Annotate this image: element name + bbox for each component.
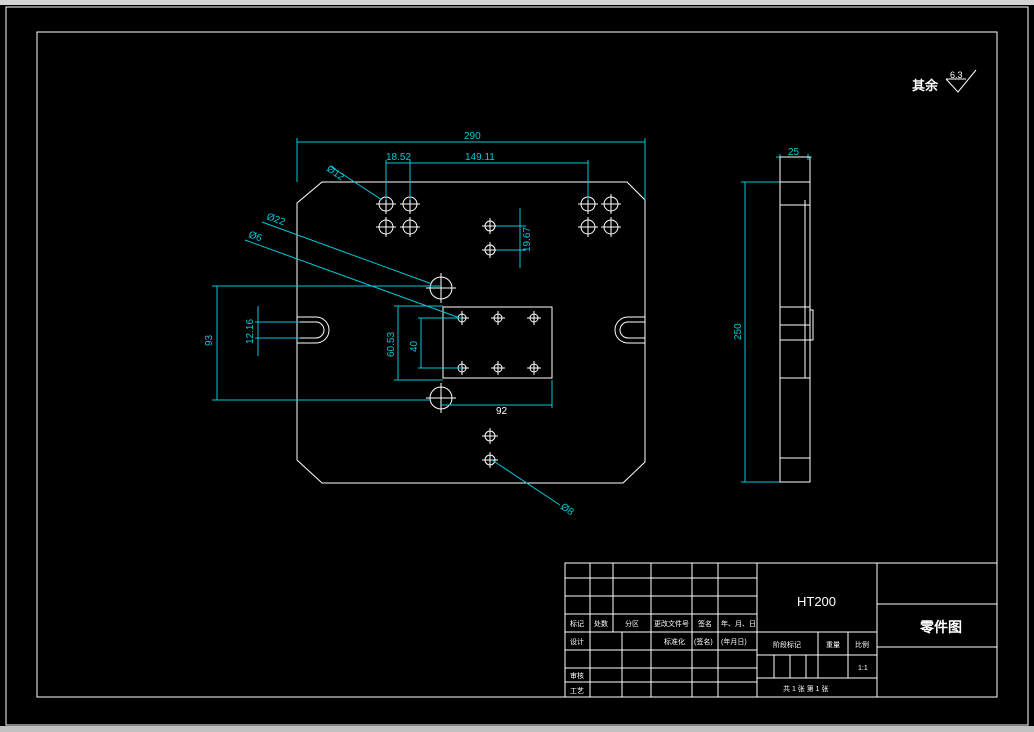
hole-center-mark-9 [482, 242, 498, 258]
dim-phi12: Ø12 [324, 163, 346, 183]
remainder-label: 其余 [912, 78, 939, 93]
scale-value: 1:1 [858, 665, 868, 672]
hole-center-mark-12 [527, 311, 541, 325]
hole-center-mark-7 [601, 217, 621, 237]
hole-center-mark-17 [482, 452, 498, 468]
tb-review: 审核 [570, 671, 584, 680]
dim-40: 40 [409, 340, 420, 352]
side-view [779, 156, 814, 483]
dim-93: 93 [204, 334, 215, 346]
tb-process: 工艺 [570, 687, 584, 695]
holes-group [376, 194, 621, 468]
dim-phi8: Ø8 [558, 501, 576, 518]
tb-standardize: 标准化 [664, 637, 685, 646]
hole-center-mark-2 [376, 217, 396, 237]
hole-center-mark-14 [491, 361, 505, 375]
surface-roughness-note: 其余 6.3 [912, 69, 977, 93]
tb-count: 处数 [594, 619, 608, 628]
dim-290: 290 [464, 131, 481, 142]
dim-25: 25 [788, 147, 800, 158]
sheet-inner-frame [36, 31, 998, 698]
tb-ratio: 比例 [855, 640, 869, 649]
dim-phi6: Ø6 [247, 229, 264, 244]
tb-sheets: 共 1 张 第 1 张 [783, 684, 829, 693]
left-u-slot [297, 316, 330, 344]
hole-center-mark-15 [527, 361, 541, 375]
plate-outline [296, 181, 646, 484]
tb-sign: 签名 [698, 619, 712, 628]
dim-92: 92 [496, 406, 508, 417]
hole-center-mark-8 [482, 218, 498, 234]
dim-149-11: 149.11 [465, 152, 495, 163]
large-hole-center-mark-0 [426, 273, 456, 303]
hole-center-mark-11 [491, 311, 505, 325]
drawing-name: 零件图 [919, 619, 962, 635]
dim-12-16: 12.16 [245, 319, 256, 344]
window-top-strip [0, 0, 1034, 5]
tb-date2: (年月日) [721, 637, 747, 646]
tb-mark: 标记 [570, 619, 584, 628]
hole-center-mark-6 [578, 217, 598, 237]
tb-zone: 分区 [625, 619, 639, 628]
right-u-slot [614, 316, 645, 344]
dim-60-53: 60.53 [386, 332, 397, 357]
hole-center-mark-5 [601, 194, 621, 214]
tb-weight: 重量 [826, 641, 840, 649]
hole-center-mark-16 [482, 428, 498, 444]
dim-250: 250 [733, 323, 744, 340]
tb-signature2: (签名) [694, 637, 713, 646]
material-label: HT200 [797, 594, 836, 609]
hole-center-mark-3 [400, 217, 420, 237]
dim-phi22: Ø22 [265, 211, 287, 228]
central-pocket [442, 306, 553, 379]
dim-18-52: 18.52 [386, 152, 411, 163]
tb-design: 设计 [570, 637, 584, 646]
sheet-outer-border [5, 6, 1029, 726]
dim-19-67: 19.67 [522, 227, 533, 252]
status-bar [0, 726, 1034, 732]
roughness-value: 6.3 [950, 70, 963, 80]
title-block [564, 562, 998, 698]
tb-stage-mark: 阶段标记 [773, 640, 801, 649]
tb-change-doc: 更改文件号 [654, 619, 689, 628]
tb-date: 年、月、日 [721, 619, 756, 628]
large-hole-center-mark-1 [426, 383, 456, 413]
